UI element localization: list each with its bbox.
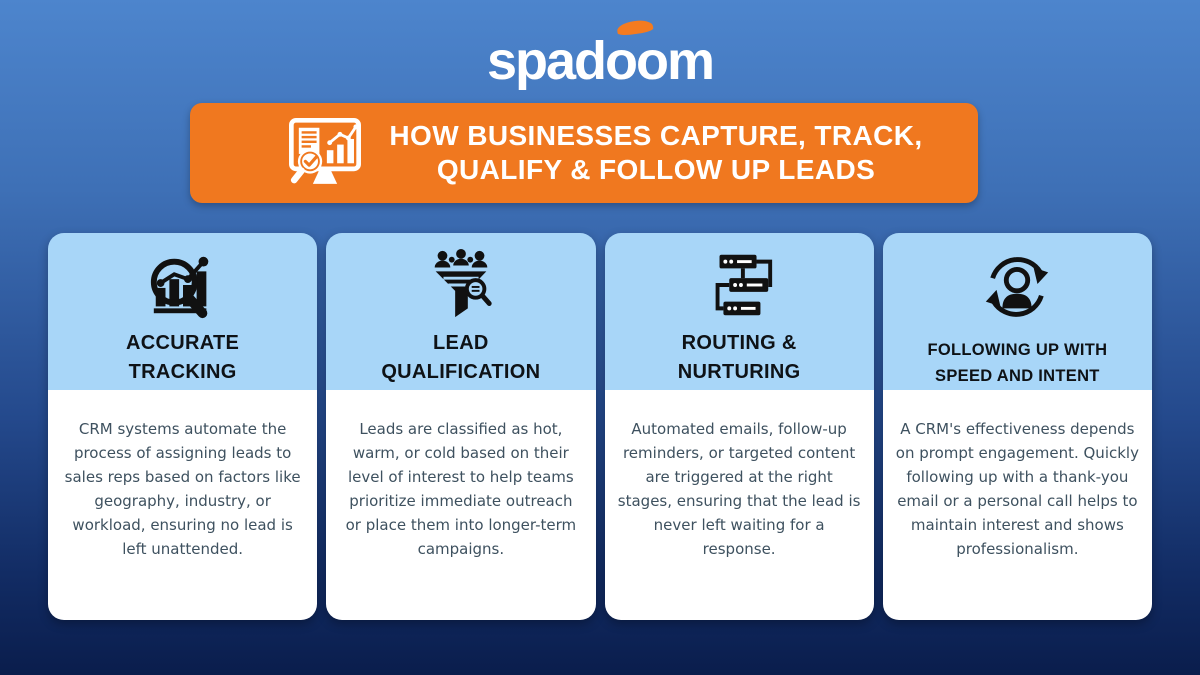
- banner-title-line2: QUALIFY & FOLLOW UP LEADS: [436, 154, 876, 185]
- card-header: LEAD QUALIFICATION: [326, 233, 596, 390]
- logo-text-mid: oo: [605, 31, 669, 91]
- card-title-line1: ROUTING &: [681, 332, 797, 354]
- card-title-line2: TRACKING: [128, 361, 237, 383]
- title-banner: HOW BUSINESSES CAPTURE, TRACK, QUALIFY &…: [190, 103, 978, 203]
- banner-title: HOW BUSINESSES CAPTURE, TRACK, QUALIFY &…: [368, 119, 944, 187]
- card-title-line2: QUALIFICATION: [381, 361, 541, 383]
- routing-servers-icon: [700, 245, 778, 325]
- card-header: ACCURATE TRACKING: [48, 233, 318, 390]
- card-title: FOLLOWING UP WITH SPEED AND INTENT: [927, 337, 1107, 389]
- card-title-line1: ACCURATE: [126, 332, 240, 354]
- cards-row: ACCURATE TRACKING CRM systems automate t…: [48, 233, 1152, 620]
- logo-text-suffix: m: [667, 31, 715, 91]
- monitor-analytics-icon: [282, 116, 368, 190]
- magnifier-bar-chart-icon: [144, 245, 222, 325]
- banner-title-line1: HOW BUSINESSES CAPTURE, TRACK,: [389, 120, 923, 151]
- card-title-line1: LEAD: [433, 332, 489, 354]
- logo-text-prefix: spad: [486, 31, 607, 91]
- card-header: ROUTING & NURTURING: [604, 233, 874, 390]
- card-accurate-tracking: ACCURATE TRACKING CRM systems automate t…: [48, 233, 318, 620]
- card-body-text: Leads are classified as hot, warm, or co…: [326, 390, 596, 620]
- card-title-line1: FOLLOWING UP WITH: [927, 341, 1108, 359]
- logo-oo: oo: [605, 18, 669, 92]
- lead-funnel-icon: [422, 245, 500, 325]
- card-title-line2: SPEED AND INTENT: [935, 367, 1100, 385]
- card-body-text: Automated emails, follow-up reminders, o…: [604, 390, 874, 620]
- card-follow-up: FOLLOWING UP WITH SPEED AND INTENT A CRM…: [882, 233, 1152, 620]
- person-refresh-icon: [978, 245, 1056, 325]
- card-title-line2: NURTURING: [677, 361, 801, 383]
- card-title: ACCURATE TRACKING: [126, 329, 239, 387]
- card-header: FOLLOWING UP WITH SPEED AND INTENT: [882, 233, 1152, 390]
- card-body-text: A CRM's effectiveness depends on prompt …: [882, 390, 1152, 620]
- card-title: LEAD QUALIFICATION: [381, 329, 540, 387]
- card-routing-nurturing: ROUTING & NURTURING Automated emails, fo…: [604, 233, 874, 620]
- card-lead-qualification: LEAD QUALIFICATION Leads are classified …: [326, 233, 596, 620]
- card-body-text: CRM systems automate the process of assi…: [48, 390, 318, 620]
- card-title: ROUTING & NURTURING: [678, 329, 801, 387]
